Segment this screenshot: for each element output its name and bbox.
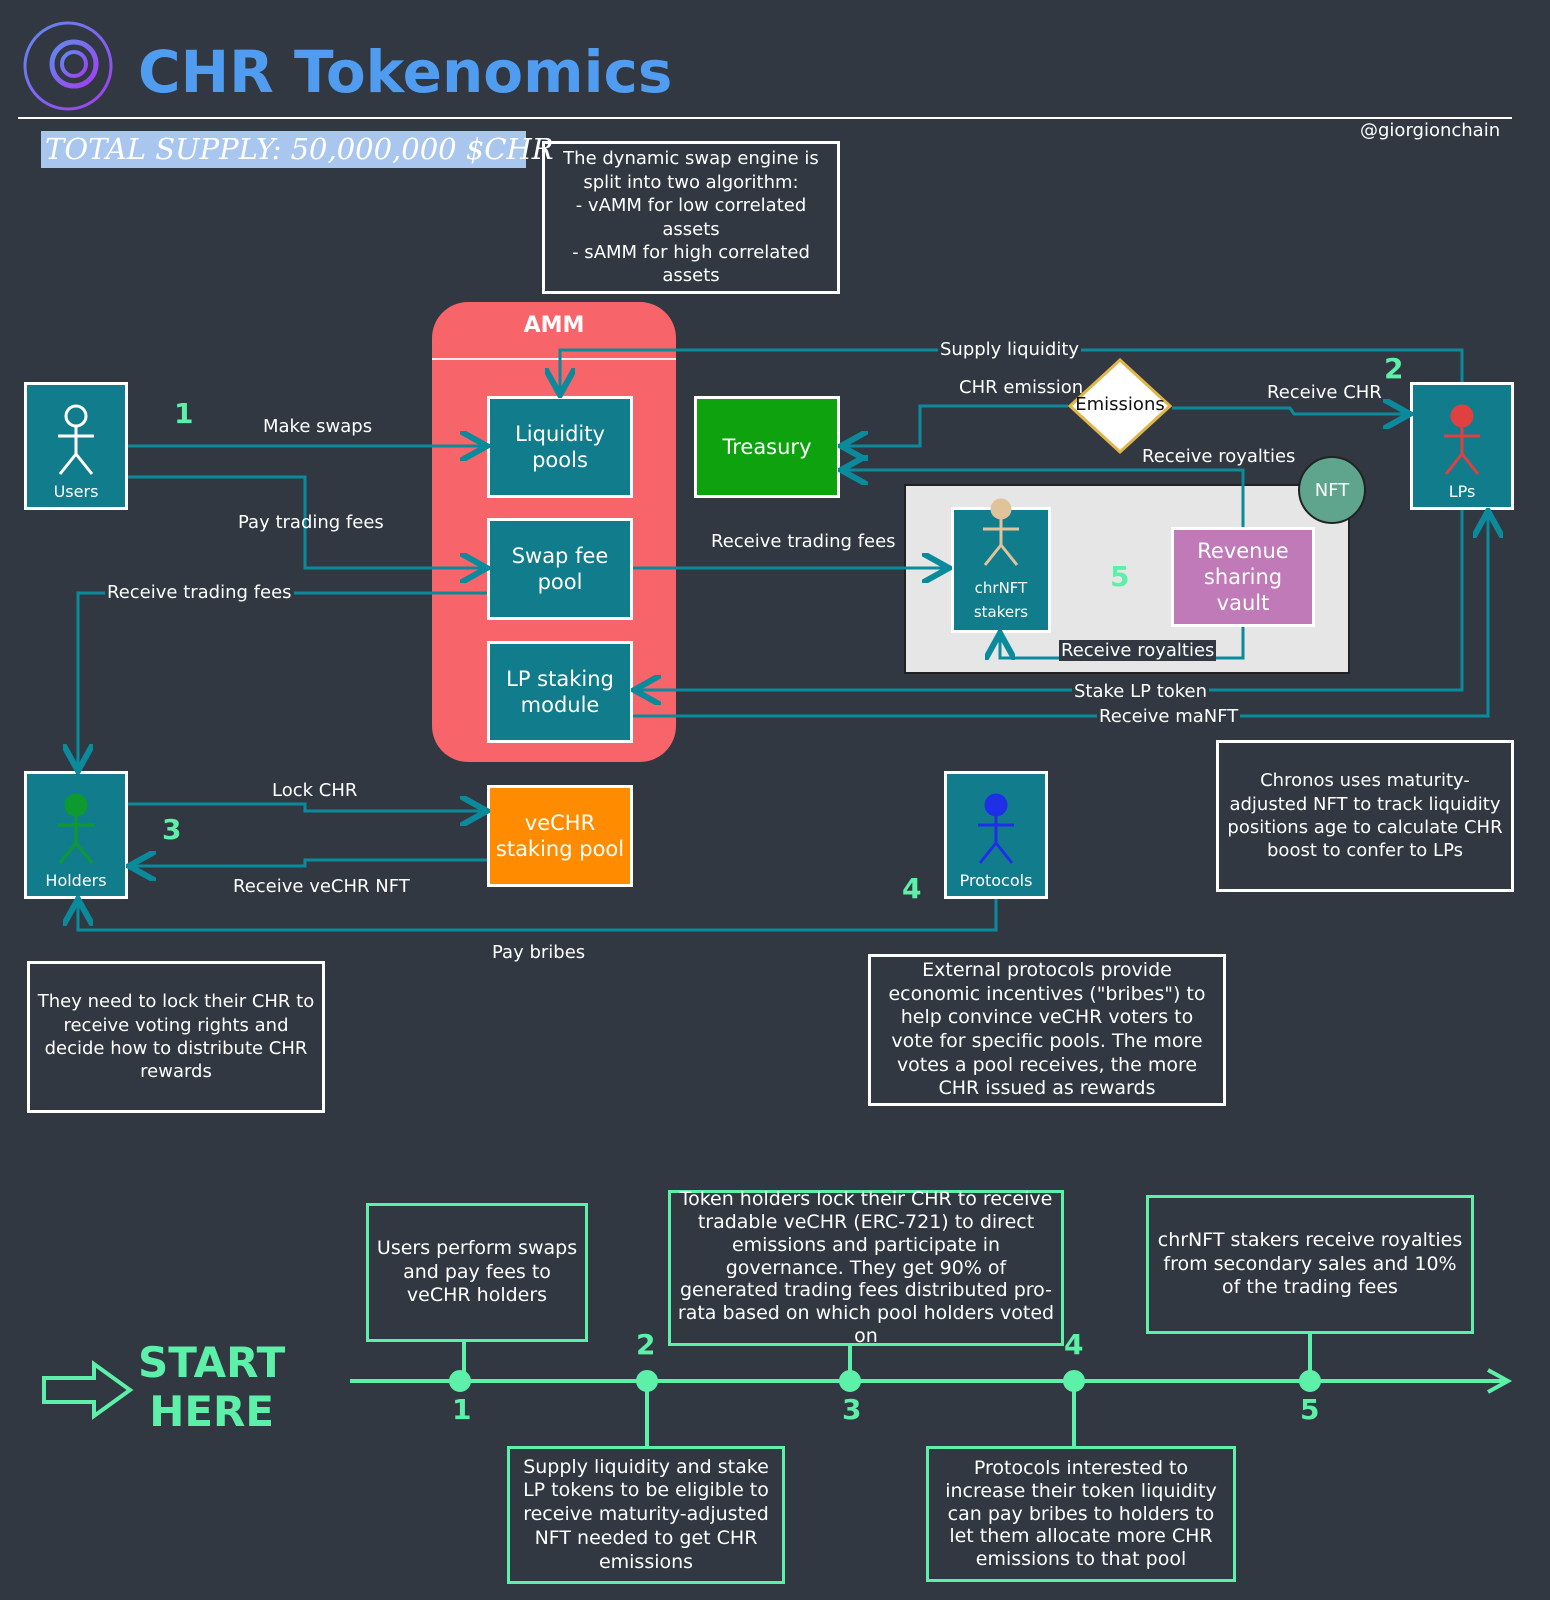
actor-users: Users — [24, 382, 128, 510]
revenue-vault-node: Revenue sharing vault — [1171, 527, 1315, 627]
timeline-label-1: 1 — [452, 1393, 472, 1426]
stick-figure-icon — [54, 791, 98, 871]
edge-receive-manft: Receive maNFT — [1097, 706, 1241, 727]
author-handle: @giorgionchain — [1360, 120, 1501, 141]
page-title: CHR Tokenomics — [138, 38, 673, 106]
timeline-label-4: 4 — [1064, 1328, 1084, 1361]
timeline-label-2: 2 — [636, 1328, 656, 1361]
actor-protocols-label: Protocols — [959, 871, 1033, 890]
edge-stake-lp-token: Stake LP token — [1072, 681, 1210, 702]
step-marker-5: 5 — [1110, 560, 1130, 593]
actor-chrnft-stakers: chrNFT stakers — [951, 498, 1051, 633]
edge-receive-trading-fees-stakers: Receive trading fees — [711, 531, 896, 552]
timeline-label-5: 5 — [1300, 1393, 1320, 1426]
holders-note: They need to lock their CHR to receive v… — [27, 961, 325, 1113]
actor-lps-label: LPs — [1448, 482, 1476, 501]
bribes-note: External protocols provide economic ince… — [868, 954, 1226, 1106]
amm-title: AMM — [523, 313, 585, 338]
timeline-step-4: Protocols interested to increase their t… — [926, 1446, 1236, 1582]
edge-receive-royalties-bottom: Receive royalties — [1059, 640, 1217, 661]
maturity-note: Chronos uses maturity-adjusted NFT to tr… — [1216, 740, 1514, 892]
edge-lock-chr: Lock CHR — [272, 780, 358, 801]
swap-engine-note: The dynamic swap engine is split into tw… — [542, 141, 840, 294]
lp-staking-module-node: LP staking module — [487, 641, 633, 743]
timeline-step-5: chrNFT stakers receive royalties from se… — [1146, 1195, 1474, 1334]
timeline-step-3: Token holders lock their CHR to receive … — [668, 1188, 1064, 1347]
actor-protocols: Protocols — [944, 771, 1048, 899]
step-marker-2: 2 — [1384, 352, 1404, 385]
stick-figure-icon — [1440, 402, 1484, 482]
swap-fee-pool-node: Swap fee pool — [487, 518, 633, 620]
total-supply-banner: TOTAL SUPPLY: 50,000,000 $CHR — [41, 131, 554, 168]
actor-holders-label: Holders — [45, 871, 107, 890]
edge-make-swaps: Make swaps — [263, 416, 373, 437]
nft-badge-label: NFT — [1314, 479, 1350, 501]
edge-receive-trading-fees-holders: Receive trading fees — [105, 582, 294, 603]
stick-figure-icon — [974, 791, 1018, 871]
arrow-right-icon — [40, 1360, 136, 1420]
step-marker-4: 4 — [902, 872, 922, 905]
step-marker-1: 1 — [174, 397, 194, 430]
actor-lps: LPs — [1410, 382, 1514, 510]
edge-receive-royalties-top: Receive royalties — [1142, 446, 1296, 467]
actor-chrnft-stakers-label: chrNFT stakers — [973, 579, 1029, 621]
stick-figure-icon — [979, 497, 1023, 576]
start-here-label: START HERE — [138, 1338, 286, 1436]
edge-supply-liquidity: Supply liquidity — [938, 339, 1082, 360]
step-marker-3: 3 — [162, 813, 182, 846]
actor-holders: Holders — [24, 771, 128, 899]
vechr-staking-pool-node: veCHR staking pool — [487, 785, 633, 887]
edge-receive-vechr-nft: Receive veCHR NFT — [233, 876, 410, 897]
timeline-step-1: Users perform swaps and pay fees to veCH… — [366, 1203, 588, 1342]
emissions-label: Emissions — [1075, 394, 1165, 415]
stick-figure-icon — [54, 402, 98, 482]
edge-chr-emission: CHR emission — [959, 377, 1084, 398]
timeline-step-2: Supply liquidity and stake LP tokens to … — [507, 1446, 785, 1584]
amm-divider — [432, 358, 676, 360]
logo-icon — [22, 20, 114, 112]
edge-pay-trading-fees: Pay trading fees — [238, 512, 384, 533]
actor-users-label: Users — [53, 482, 99, 501]
edge-receive-chr: Receive CHR — [1267, 382, 1382, 403]
emissions-diamond — [1067, 357, 1173, 455]
treasury-node: Treasury — [694, 396, 840, 498]
title-divider — [18, 117, 1512, 119]
timeline-label-3: 3 — [842, 1393, 862, 1426]
edge-pay-bribes: Pay bribes — [492, 942, 586, 963]
nft-badge: NFT — [1298, 456, 1366, 524]
